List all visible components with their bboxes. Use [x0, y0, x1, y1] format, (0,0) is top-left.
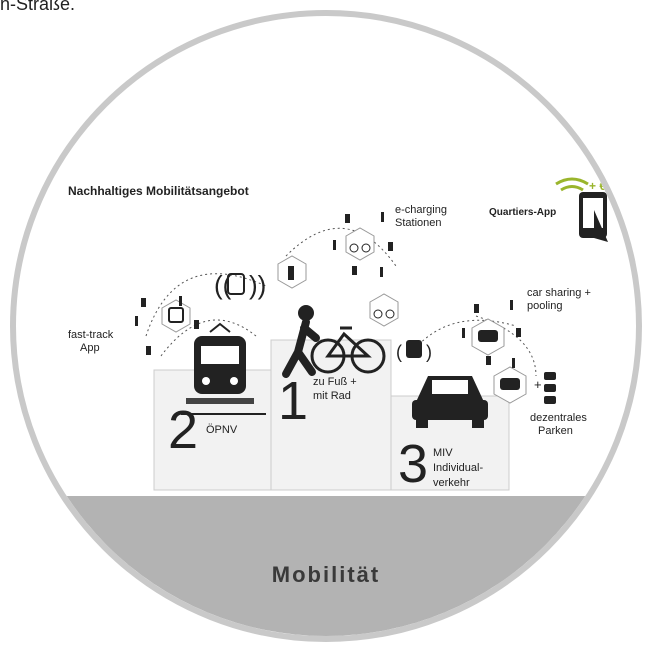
bike-station-hexagon-icon — [345, 227, 375, 261]
parking-label-line1: dezentrales — [530, 412, 587, 424]
podium-third-number: 3 — [398, 434, 428, 494]
parking-label-line2: Parken — [538, 425, 573, 437]
podium-first-number: 1 — [278, 371, 308, 431]
person-icon — [512, 358, 515, 368]
podium-third-line1: MIV — [433, 447, 453, 459]
phone-icon — [486, 356, 491, 365]
mobility-diagram: Nachhaltiges Mobilitätsangebot 1 zu Fuß … — [68, 177, 608, 494]
person-phone-glyphs — [135, 212, 521, 368]
connection-arcs — [145, 227, 537, 377]
ebike-charging-hexagon-icon — [369, 293, 399, 327]
wifi-signal-icon — [555, 177, 589, 192]
podium-first-line2: mit Rad — [313, 390, 351, 402]
podium-second-number: 2 — [168, 400, 198, 460]
phone-icon — [388, 242, 393, 251]
plus-euro-label: + € — [589, 179, 606, 193]
podium-third-line2: Individual- — [433, 462, 483, 474]
fast-track-label-line1: fast-track — [68, 329, 114, 341]
phone-icon — [146, 346, 151, 355]
header-fragment: n-Straße. — [0, 0, 76, 14]
person-icon — [510, 300, 513, 310]
bicycle-icon — [310, 326, 386, 374]
person-icon — [380, 267, 383, 277]
phone-icon — [516, 328, 521, 337]
parking-car-hexagon-icon — [493, 366, 527, 404]
echarging-label-line1: e-charging — [395, 204, 447, 216]
person-icon — [462, 328, 465, 338]
svg-text:): ) — [426, 342, 432, 362]
svg-text:)): )) — [249, 270, 266, 300]
diagram-title: Nachhaltiges Mobilitätsangebot — [68, 184, 249, 198]
podium-second-label: ÖPNV — [206, 424, 238, 436]
section-title: Mobilität — [271, 562, 381, 587]
echarging-label-line2: Stationen — [395, 217, 441, 229]
train-icon — [186, 322, 254, 404]
phone-icon — [352, 266, 357, 275]
bus-hexagon-icon — [161, 299, 191, 333]
parking-hexagon-icon — [277, 255, 307, 289]
phone-icon — [474, 304, 479, 313]
person-icon — [381, 212, 384, 222]
arc-left-inner — [160, 319, 257, 357]
car-icon — [412, 376, 488, 428]
phone-icon — [345, 214, 350, 223]
person-icon — [135, 316, 138, 326]
smartphone-icon — [579, 192, 608, 242]
parked-cars-icon — [544, 372, 556, 404]
podium: 1 zu Fuß + mit Rad 2 ÖPNV 3 MIV Individu… — [153, 339, 510, 494]
app-label: Quartiers-App — [489, 207, 556, 218]
podium-third-line3: verkehr — [433, 477, 470, 489]
fast-track-label-line2: App — [80, 342, 100, 354]
bottom-band — [16, 496, 636, 636]
arc-left — [145, 273, 267, 337]
arc-right — [408, 319, 517, 357]
radio-car-icon: ( ) — [396, 340, 432, 362]
carsharing-hexagon-icon — [471, 318, 505, 356]
plus-label: + — [534, 377, 542, 392]
podium-first-line1: zu Fuß + — [313, 376, 357, 388]
svg-text:(: ( — [396, 342, 402, 362]
radio-bus-icon: (( )) — [214, 270, 266, 300]
person-icon — [179, 296, 182, 306]
person-icon — [333, 240, 336, 250]
carsharing-label-line1: car sharing + — [527, 287, 591, 299]
carsharing-label-line2: pooling — [527, 300, 562, 312]
mobility-circle: Mobilität Nachhaltiges Mobilitätsangebot… — [10, 10, 642, 642]
phone-icon — [141, 298, 146, 307]
pedestrian-icon — [282, 305, 320, 378]
arc-top — [285, 227, 397, 267]
arc-right-outer — [475, 315, 537, 377]
phone-icon — [194, 320, 199, 329]
